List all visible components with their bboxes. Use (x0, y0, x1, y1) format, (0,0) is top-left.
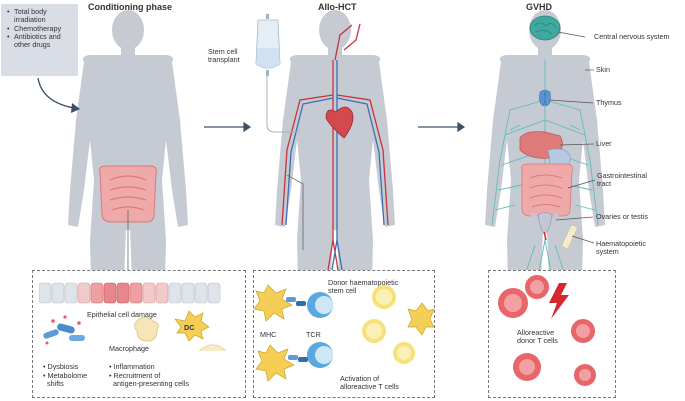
thymus-icon (539, 89, 551, 107)
label-ovaries-testis: Ovaries or testis (596, 212, 648, 221)
red-cell-1 (498, 288, 528, 318)
phase-arrows (204, 121, 466, 133)
iv-bag-icon (255, 14, 300, 133)
dc-label: DC (184, 323, 195, 332)
label-liver: Liver (596, 139, 612, 148)
tcr-label: TCR (306, 330, 321, 339)
tcr-mhc-bottom (288, 355, 308, 362)
conditioning-gut-icon (99, 165, 157, 223)
condition-item-chemotherapy: Chemotherapy (7, 24, 61, 33)
dendritic-cell-right (407, 302, 434, 336)
dysbiosis-bullet: • Dysbiosis (43, 362, 79, 371)
alloreactive-cells-illustration (498, 275, 596, 386)
red-cell-5 (574, 364, 596, 386)
gvhd-title: GVHD (526, 2, 553, 12)
conditioning-detail-panel: Epithelial cell damage Macrophage DC • D… (32, 270, 246, 398)
epithelial-damage-label: Epithelial cell damage (87, 310, 157, 319)
mhc-label: MHC (260, 330, 277, 339)
stem-cell-bottom (307, 342, 333, 368)
brain-icon (529, 15, 561, 41)
dendritic-cell-icon (174, 310, 210, 342)
lightning-icon (549, 283, 569, 319)
bacteria-icons (43, 315, 85, 345)
inflammation-bullet: • Inflammation (109, 362, 155, 371)
t-cell-bottom-right (393, 342, 415, 364)
macrophage-label: Macrophage (109, 344, 149, 353)
t-cell-top-right (372, 285, 396, 309)
label-thymus: Thymus (596, 98, 622, 107)
conditioning-phase-title: Conditioning phase (88, 2, 172, 12)
red-cell-2 (525, 275, 549, 299)
epithelial-cells (39, 282, 221, 304)
gi-tract-icon (521, 163, 573, 217)
label-skin: Skin (596, 65, 610, 74)
tcr-mhc-top (286, 297, 306, 306)
leader-lines (127, 31, 596, 270)
epithelium-illustration (39, 282, 226, 351)
t-cell-mid (362, 319, 386, 343)
bone-icon (561, 224, 578, 249)
metabolome-bullet: • Metabolome shifts (43, 371, 88, 389)
dendritic-cell-top (254, 284, 293, 322)
ovaries-icon (531, 212, 559, 241)
red-cell-4 (513, 353, 541, 381)
red-cell-3 (571, 319, 595, 343)
apc-cell-icon (198, 344, 226, 351)
dendritic-cell-bottom (255, 344, 295, 382)
recruitment-bullet: • Recruitment of antigen-presenting cell… (109, 371, 189, 389)
stem-cell-top (307, 292, 333, 318)
conditioning-arrow (37, 77, 80, 113)
immune-interaction-illustration (254, 284, 434, 382)
macrophage-icon (134, 317, 159, 342)
allo-hct-title: Allo-HCT (318, 2, 357, 12)
heart-icon (325, 106, 354, 139)
label-cns: Central nervous system (594, 32, 670, 41)
